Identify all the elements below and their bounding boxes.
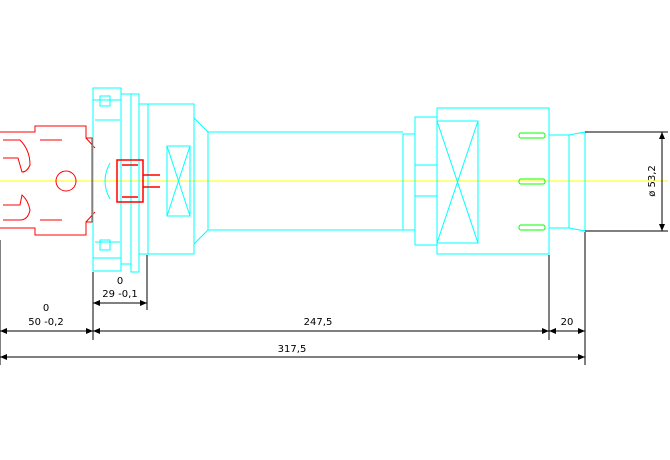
dim-flange-length: 29 -0,1 — [102, 289, 137, 300]
dim-overall-length: 317,5 — [278, 344, 307, 355]
dim-tip-length: 20 — [561, 317, 574, 328]
tool-body-outline — [92, 87, 586, 273]
dim-holder-length: 50 -0,2 — [28, 317, 63, 328]
dim-diameter: ø 53,2 — [647, 165, 658, 197]
coolant-slots — [518, 132, 546, 231]
dim-body-length: 247,5 — [304, 317, 333, 328]
dim-flange-tolerance: 0 — [117, 276, 123, 287]
arrowheads — [0, 132, 665, 360]
holder-outline — [0, 125, 96, 236]
clamp-detail — [116, 159, 160, 203]
dim-holder-tolerance: 0 — [43, 303, 49, 314]
